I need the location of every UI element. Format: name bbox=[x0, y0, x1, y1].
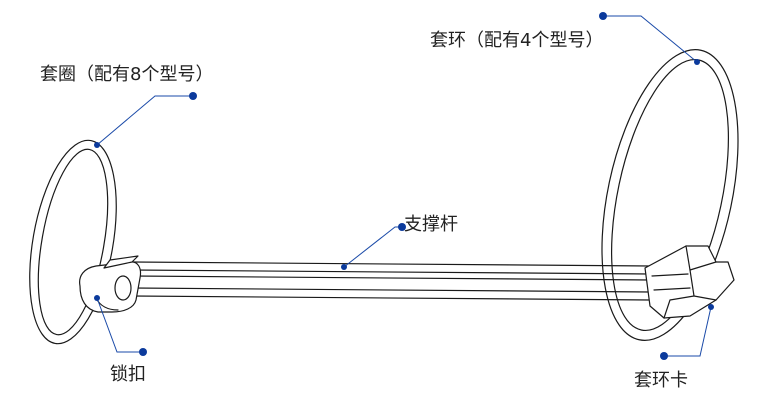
anchor-dot bbox=[660, 352, 668, 360]
leader-small-ring bbox=[96, 95, 193, 146]
anchor-dot bbox=[94, 142, 100, 148]
leader-ring-clip bbox=[664, 306, 712, 357]
ring-clip bbox=[644, 245, 735, 319]
anchor-dot bbox=[694, 59, 700, 65]
small-ring-label: 套圈（配有8个型号） bbox=[40, 64, 214, 85]
lock-buckle-label: 锁扣 bbox=[110, 364, 146, 385]
anchor-dot bbox=[599, 12, 607, 20]
anchor-dot bbox=[189, 92, 197, 100]
support-rod-label: 支撑杆 bbox=[404, 214, 458, 235]
leader-large-ring bbox=[603, 15, 698, 63]
ring-clip-label: 套环卡 bbox=[634, 370, 688, 391]
large-ring-label: 套环（配有4个型号） bbox=[430, 30, 604, 51]
anchor-dot bbox=[341, 264, 347, 270]
leader-support-rod bbox=[343, 226, 402, 268]
small-ring bbox=[29, 139, 117, 345]
anchor-dot bbox=[139, 348, 147, 356]
leader-lock-buckle bbox=[96, 297, 143, 353]
support-rod bbox=[131, 261, 651, 301]
lock-buckle bbox=[79, 255, 142, 313]
anchor-dot bbox=[708, 304, 714, 310]
anchor-dot bbox=[94, 295, 100, 301]
anchor-dot bbox=[398, 223, 406, 231]
